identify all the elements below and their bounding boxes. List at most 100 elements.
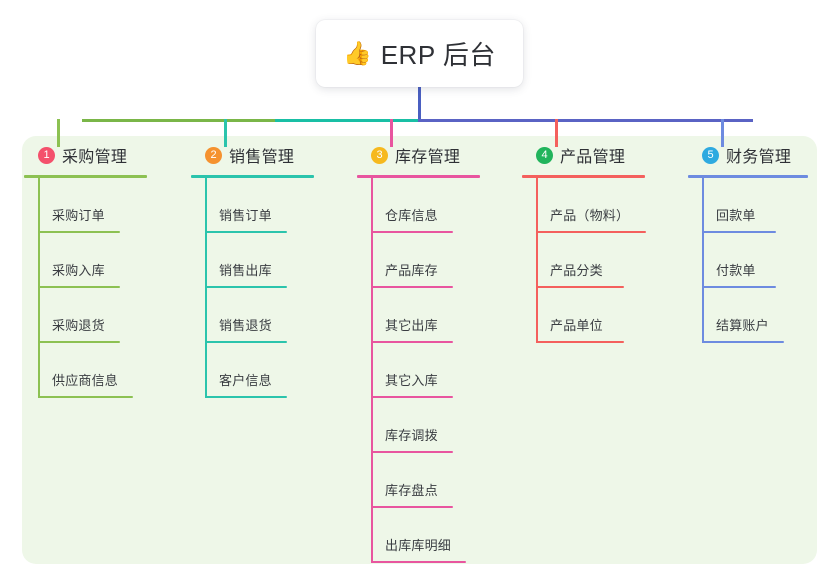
item-spine-product <box>536 178 538 343</box>
list-item[interactable]: 结算账户 <box>688 288 838 343</box>
column-badge-inventory: 3 <box>371 146 388 164</box>
bus-green <box>82 119 275 122</box>
column-header-inventory[interactable]: 3 库存管理 <box>357 142 507 168</box>
trunk-connector <box>418 85 421 122</box>
column-badge-sales: 2 <box>205 146 222 164</box>
item-rule <box>536 341 624 343</box>
item-label: 付款单 <box>716 263 756 278</box>
item-list-inventory: 仓库信息产品库存其它出库其它入库库存调拨库存盘点出库库明细 <box>357 178 507 563</box>
bus-indigo <box>418 119 753 122</box>
item-label: 产品（物料） <box>550 208 630 223</box>
list-item[interactable]: 产品（物料） <box>522 178 682 233</box>
list-item[interactable]: 销售退货 <box>191 288 341 343</box>
item-label: 销售订单 <box>219 208 272 223</box>
column-title-finance: 财务管理 <box>726 149 792 166</box>
item-rule <box>536 286 624 288</box>
item-rule <box>702 231 776 233</box>
column-rule-purchase <box>24 175 147 178</box>
column-badge-purchase: 1 <box>38 146 55 164</box>
list-item[interactable]: 库存盘点 <box>357 453 507 508</box>
column-title-sales: 销售管理 <box>229 149 295 166</box>
item-rule <box>205 286 287 288</box>
list-item[interactable]: 销售出库 <box>191 233 341 288</box>
drop-connector-inventory <box>390 119 393 147</box>
item-label: 出库库明细 <box>385 538 452 553</box>
column-badge-product: 4 <box>536 146 553 164</box>
item-label: 其它出库 <box>385 318 438 333</box>
list-item[interactable]: 产品单位 <box>522 288 682 343</box>
item-spine-sales <box>205 178 207 398</box>
column-title-inventory: 库存管理 <box>395 149 461 166</box>
item-label: 库存盘点 <box>385 483 438 498</box>
thumbs-up-icon: 👍 <box>343 40 372 66</box>
list-item[interactable]: 产品分类 <box>522 233 682 288</box>
item-rule <box>702 286 776 288</box>
item-spine-purchase <box>38 178 40 398</box>
item-rule <box>371 286 453 288</box>
item-label: 采购退货 <box>52 318 105 333</box>
item-label: 销售出库 <box>219 263 272 278</box>
root-node-content: 👍 ERP 后台 <box>343 35 496 72</box>
item-label: 供应商信息 <box>52 373 119 388</box>
item-label: 仓库信息 <box>385 208 438 223</box>
column-badge-finance: 5 <box>702 146 719 164</box>
item-rule <box>371 341 453 343</box>
item-rule <box>371 451 453 453</box>
list-item[interactable]: 供应商信息 <box>24 343 174 398</box>
drop-connector-product <box>555 119 558 147</box>
list-item[interactable]: 采购退货 <box>24 288 174 343</box>
item-rule <box>205 231 287 233</box>
column-header-sales[interactable]: 2 销售管理 <box>191 142 341 168</box>
list-item[interactable]: 回款单 <box>688 178 838 233</box>
item-label: 产品单位 <box>550 318 603 333</box>
root-node-label: ERP 后台 <box>380 40 496 70</box>
item-label: 销售退货 <box>219 318 272 333</box>
drop-connector-purchase <box>57 119 60 147</box>
column-inventory: 3 库存管理仓库信息产品库存其它出库其它入库库存调拨库存盘点出库库明细 <box>357 142 507 563</box>
item-spine-finance <box>702 178 704 343</box>
list-item[interactable]: 其它出库 <box>357 288 507 343</box>
list-item[interactable]: 其它入库 <box>357 343 507 398</box>
item-list-sales: 销售订单销售出库销售退货客户信息 <box>191 178 341 398</box>
item-label: 采购订单 <box>52 208 105 223</box>
item-rule <box>371 561 466 563</box>
list-item[interactable]: 采购订单 <box>24 178 174 233</box>
column-header-finance[interactable]: 5 财务管理 <box>688 142 838 168</box>
list-item[interactable]: 仓库信息 <box>357 178 507 233</box>
item-list-finance: 回款单付款单结算账户 <box>688 178 838 343</box>
column-rule-inventory <box>357 175 480 178</box>
list-item[interactable]: 付款单 <box>688 233 838 288</box>
column-rule-sales <box>191 175 314 178</box>
diagram-panel <box>22 136 817 564</box>
column-rule-product <box>522 175 645 178</box>
item-spine-inventory <box>371 178 373 563</box>
bus-teal <box>275 119 418 122</box>
list-item[interactable]: 产品库存 <box>357 233 507 288</box>
item-list-purchase: 采购订单采购入库采购退货供应商信息 <box>24 178 174 398</box>
item-rule <box>371 231 453 233</box>
item-rule <box>38 396 133 398</box>
list-item[interactable]: 库存调拨 <box>357 398 507 453</box>
list-item[interactable]: 出库库明细 <box>357 508 507 563</box>
item-rule <box>702 341 784 343</box>
item-label: 产品分类 <box>550 263 603 278</box>
list-item[interactable]: 客户信息 <box>191 343 341 398</box>
item-rule <box>536 231 646 233</box>
item-rule <box>371 396 453 398</box>
item-label: 结算账户 <box>716 318 769 333</box>
root-node-card[interactable]: 👍 ERP 后台 <box>316 20 523 87</box>
item-label: 产品库存 <box>385 263 438 278</box>
item-label: 库存调拨 <box>385 428 438 443</box>
drop-connector-finance <box>721 119 724 147</box>
item-label: 回款单 <box>716 208 756 223</box>
list-item[interactable]: 销售订单 <box>191 178 341 233</box>
list-item[interactable]: 采购入库 <box>24 233 174 288</box>
item-rule <box>38 231 120 233</box>
item-rule <box>371 506 453 508</box>
item-list-product: 产品（物料） 产品分类产品单位 <box>522 178 682 343</box>
column-rule-finance <box>688 175 808 178</box>
